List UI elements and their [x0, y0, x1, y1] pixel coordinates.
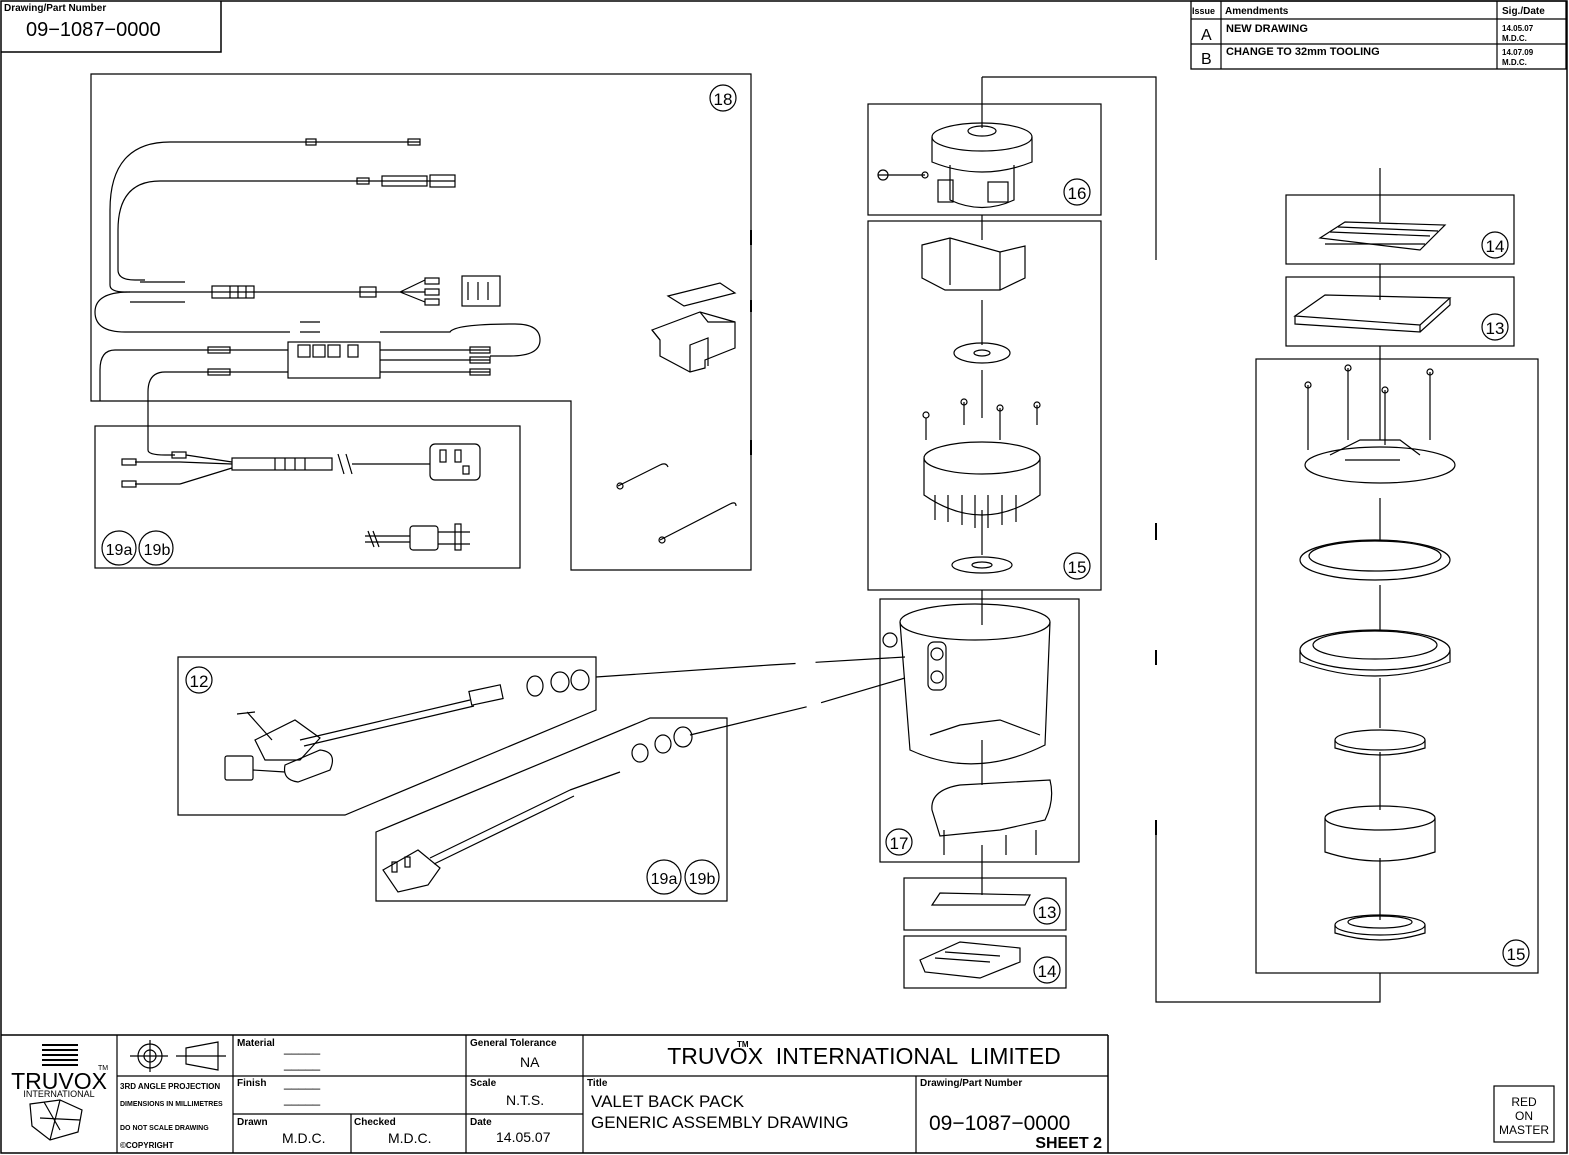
company-tm: TM [737, 1040, 749, 1049]
filter-stack-panel [1155, 346, 1539, 1003]
revision-sig-b: M.D.C. [1502, 58, 1527, 67]
callout-19a-bottom: 19a [651, 871, 678, 888]
mains-lead-lower-panel [375, 677, 906, 902]
revision-header-sig-date: Sig./Date [1502, 6, 1545, 17]
motor-panel [867, 76, 1157, 260]
revision-date-b: 14.07.09 [1502, 48, 1534, 57]
tolerance-label: General Tolerance [470, 1038, 557, 1049]
callout-15-mid: 15 [1068, 558, 1087, 577]
red-line-1: RED [1511, 1095, 1537, 1109]
title-block-drawing-number-label: Drawing/Part Number [920, 1078, 1022, 1089]
foam-filter-panel [1285, 264, 1515, 347]
revision-amendment-a: NEW DRAWING [1226, 23, 1308, 35]
switch-assembly-panel [177, 656, 906, 816]
drawing-number-value: 09−1087−0000 [26, 19, 161, 41]
drawing-number-label: Drawing/Part Number [4, 3, 106, 14]
revision-issue-b: B [1201, 51, 1212, 68]
mains-lead-panel [94, 425, 521, 569]
callout-14-bottom: 14 [1038, 962, 1057, 981]
motor-housing-panel [867, 215, 1102, 591]
callout-19a-top: 19a [106, 542, 133, 559]
date-label: Date [470, 1117, 492, 1128]
callout-15-right: 15 [1507, 945, 1526, 964]
callout-17: 17 [890, 834, 909, 853]
title-line-2: GENERIC ASSEMBLY DRAWING [591, 1113, 849, 1132]
revision-date-a: 14.05.07 [1502, 24, 1534, 33]
callout-18: 18 [714, 90, 733, 109]
callout-12: 12 [190, 672, 209, 691]
drawn-value: M.D.C. [282, 1130, 326, 1146]
title-block-drawing-number: 09−1087−0000 [929, 1112, 1070, 1135]
filter-pad-panel [903, 877, 1067, 931]
sheet-number: SHEET 2 [1035, 1135, 1102, 1152]
material-value-1: _____ [283, 1040, 321, 1055]
red-line-2: ON [1515, 1109, 1533, 1123]
title-line-1: VALET BACK PACK [591, 1092, 745, 1111]
callout-19b-bottom: 19b [689, 871, 716, 888]
checked-value: M.D.C. [388, 1130, 432, 1146]
material-value-2: _____ [283, 1056, 321, 1071]
checked-label: Checked [354, 1117, 396, 1128]
title-block: TM TRUVOX INTERNATIONAL 3RD ANGLE PROJEC… [1, 1034, 1555, 1153]
callout-14-right: 14 [1486, 237, 1505, 256]
projection-symbol [130, 1040, 226, 1072]
company-name: TRUVOX INTERNATIONAL LIMITED [667, 1043, 1061, 1069]
finish-label: Finish [237, 1078, 266, 1089]
truvox-logo: TM TRUVOX INTERNATIONAL [11, 1044, 108, 1141]
drawing-number-box: Drawing/Part Number 09−1087−0000 [1, 1, 222, 53]
do-not-scale-label: DO NOT SCALE DRAWING [120, 1125, 209, 1132]
revision-sig-a: M.D.C. [1502, 34, 1527, 43]
wiring-harness-panel [90, 73, 752, 571]
revision-amendment-b: CHANGE TO 32mm TOOLING [1226, 46, 1380, 58]
dimensions-label: DIMENSIONS IN MILLIMETRES [120, 1101, 223, 1108]
callout-13-right: 13 [1486, 319, 1505, 338]
date-value: 14.05.07 [496, 1129, 551, 1145]
red-on-master-box [1493, 1085, 1555, 1143]
callout-19b-top: 19b [144, 542, 171, 559]
scale-value: N.T.S. [506, 1092, 544, 1108]
scale-label: Scale [470, 1078, 497, 1089]
revision-header-issue: Issue [1192, 6, 1215, 16]
logo-tm: TM [98, 1065, 108, 1072]
red-line-3: MASTER [1499, 1123, 1549, 1137]
revision-table: Issue Amendments Sig./Date A NEW DRAWING… [1190, 0, 1567, 70]
revision-issue-a: A [1201, 27, 1212, 44]
finish-value-2: _____ [283, 1091, 321, 1106]
material-label: Material [237, 1038, 275, 1049]
callouts: 18 19a 19b 16 15 14 13 15 12 19a 19b 17 … [101, 84, 1530, 984]
logo-international: INTERNATIONAL [23, 1089, 94, 1099]
tolerance-value: NA [520, 1054, 540, 1070]
logo-truvox: TRUVOX [11, 1068, 107, 1094]
body-panel [879, 590, 1080, 895]
finish-value-1: _____ [283, 1075, 321, 1090]
callout-16: 16 [1068, 184, 1087, 203]
drawn-label: Drawn [237, 1117, 268, 1128]
filter-tray-panel [903, 935, 1067, 989]
grille-panel [1285, 168, 1515, 265]
projection-label: 3RD ANGLE PROJECTION [120, 1082, 220, 1091]
title-label: Title [587, 1078, 608, 1089]
revision-header-amendments: Amendments [1225, 6, 1289, 17]
copyright-label: ©COPYRIGHT [120, 1141, 174, 1150]
callout-13-bottom: 13 [1038, 903, 1057, 922]
